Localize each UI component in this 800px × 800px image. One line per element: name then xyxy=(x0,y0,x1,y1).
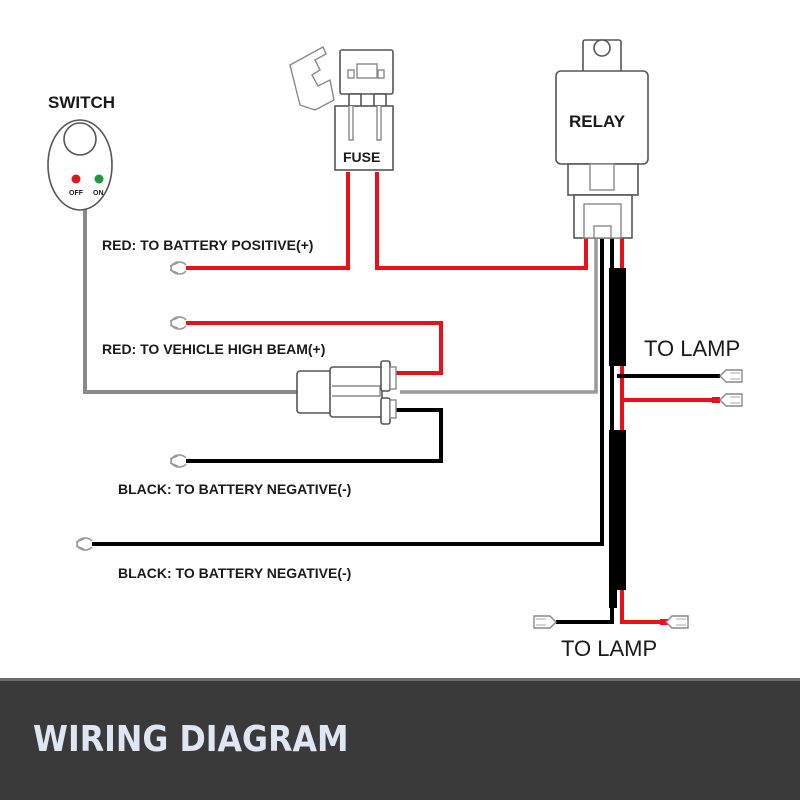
switch-connector xyxy=(296,360,397,425)
led-on-indicator xyxy=(94,174,104,184)
switch[interactable] xyxy=(47,119,113,211)
battery-negative-wire-1 xyxy=(186,408,443,463)
switch-button[interactable] xyxy=(63,122,97,156)
battery-positive-label: RED: TO BATTERY POSITIVE(+) xyxy=(102,237,313,253)
led-off-indicator xyxy=(71,174,81,184)
fuse-holder xyxy=(289,46,394,171)
lamp-connector-red xyxy=(719,393,743,407)
fuse-body xyxy=(334,105,394,171)
lamp-connector-bottom-black xyxy=(533,615,557,629)
battery-negative-wire-2 xyxy=(92,238,604,546)
ring-terminal-negative-1 xyxy=(169,454,187,468)
diagram-title: WIRING DIAGRAM xyxy=(33,719,349,760)
switch-on-label: ON xyxy=(93,190,104,197)
harness-sleeve-lower xyxy=(609,430,626,590)
fuse-cap xyxy=(289,46,335,111)
switch-signal-wire xyxy=(83,208,300,394)
battery-positive-wire xyxy=(186,172,350,270)
battery-negative-label-2: BLACK: TO BATTERY NEGATIVE(-) xyxy=(118,565,351,581)
switch-off-label: OFF xyxy=(69,190,84,197)
ring-terminal-high-beam xyxy=(169,316,187,330)
switch-label: SWITCH xyxy=(48,93,115,112)
footer-banner: WIRING DIAGRAM xyxy=(0,678,800,800)
blade-fuse xyxy=(339,49,394,113)
ring-terminal-battery-positive xyxy=(169,261,187,275)
to-lamp-label-upper: TO LAMP xyxy=(644,336,740,361)
harness-sleeve-upper xyxy=(609,268,626,366)
high-beam-wire xyxy=(186,321,443,375)
relay-label: RELAY xyxy=(569,112,626,131)
lamp-connector-black xyxy=(719,369,743,383)
wiring-diagram: SWITCH OFF ON FUSE RELAY xyxy=(47,39,743,661)
fuse-to-relay-wire xyxy=(375,172,588,270)
lamp-red-wire xyxy=(620,238,665,624)
relay xyxy=(555,39,649,239)
high-beam-label: RED: TO VEHICLE HIGH BEAM(+) xyxy=(102,341,325,357)
relay-signal-wire xyxy=(400,238,598,394)
lamp-branch-red-tip xyxy=(712,397,720,403)
lamp-bottom-red-tip xyxy=(660,619,668,625)
harness-sleeve-bottom xyxy=(609,590,617,608)
ring-terminal-negative-2 xyxy=(75,537,93,551)
lamp-connector-bottom-red xyxy=(665,615,689,629)
battery-negative-label-1: BLACK: TO BATTERY NEGATIVE(-) xyxy=(118,481,351,497)
to-lamp-label-lower: TO LAMP xyxy=(561,636,657,661)
fuse-label: FUSE xyxy=(343,149,380,165)
